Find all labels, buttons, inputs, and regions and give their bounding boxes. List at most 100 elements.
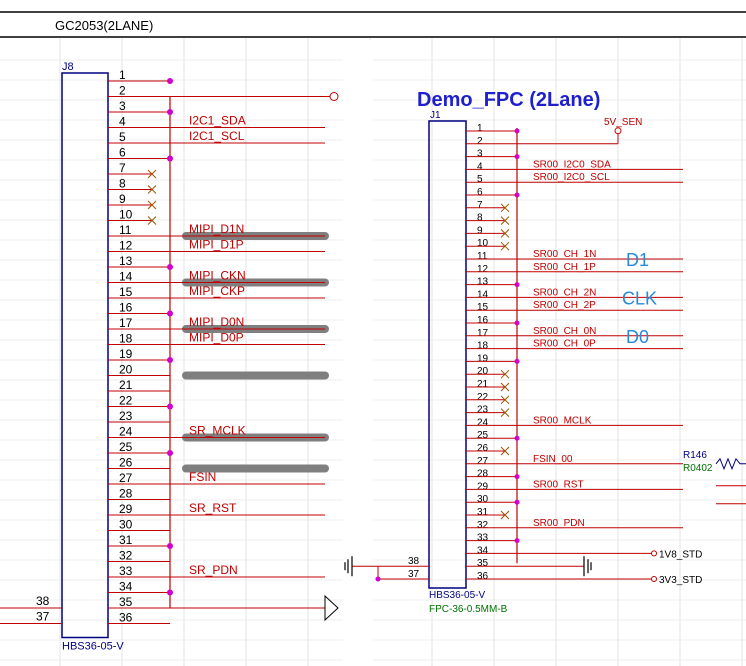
- header-title: GC2053(2LANE): [55, 18, 153, 33]
- resistor-ref-label: R146: [683, 450, 707, 461]
- j1-pin-number: 3: [477, 149, 483, 160]
- j1-net-label: SR00_CH_0P: [533, 339, 596, 350]
- j1-pin-number: 25: [477, 430, 489, 441]
- j8-pin-number: 21: [119, 378, 133, 392]
- nc-mark-line: [500, 382, 510, 392]
- j1-body: [428, 120, 467, 589]
- nc-mark-line: [147, 200, 157, 210]
- j8-pin-number: 34: [119, 580, 133, 594]
- j1-pin-number: 13: [477, 277, 489, 288]
- j1-part-label: HBS36-05-V: [429, 590, 485, 601]
- j1-extra-pin-number: 37: [408, 569, 420, 580]
- j8-pin-number: 35: [119, 595, 133, 609]
- j1-pin-number: 11: [477, 251, 488, 262]
- lane-note-label: D1: [626, 250, 649, 270]
- j8-net-label: FSIN: [189, 470, 216, 484]
- j1-net-label: SR00_CH_1P: [533, 262, 596, 273]
- j1-pin-number: 22: [477, 392, 489, 403]
- j8-net-label: MIPI_D1N: [189, 222, 244, 236]
- j1-pin-number: 29: [477, 481, 489, 492]
- j1-pin-number: 34: [477, 545, 489, 556]
- j8-net-label: I2C1_SCL: [189, 129, 245, 143]
- rail-1v8-port: [651, 550, 657, 557]
- j8-junction-dot: [167, 357, 173, 363]
- j8-pin-number: 36: [119, 611, 133, 625]
- j1-pin-number: 7: [477, 200, 483, 211]
- j1-pin-number: 8: [477, 213, 483, 224]
- j8-net-label: MIPI_CKP: [189, 284, 245, 298]
- j8-pin-number: 6: [119, 146, 126, 160]
- j1-pin-number: 16: [477, 315, 489, 326]
- j1-nc-mark: [500, 408, 510, 417]
- j8-net-label: MIPI_CKN: [189, 269, 246, 283]
- j1-footprint-label: FPC-36-0.5MM-B: [429, 604, 508, 615]
- j1-nc-mark: [500, 446, 510, 456]
- j1-pin-number: 23: [477, 405, 489, 416]
- j8-junction-dot: [167, 543, 173, 549]
- j1-pin-number: 2: [477, 136, 483, 147]
- j1-nc-mark: [500, 203, 510, 213]
- j1-net-label: SR00_CH_2N: [533, 287, 596, 298]
- j8-pin-number: 1: [119, 68, 126, 82]
- j1-pin-number: 35: [477, 558, 489, 569]
- j1-pin-number: 36: [477, 571, 489, 582]
- j1-net-label: SR00_RST: [533, 479, 584, 490]
- j8-junction-dot: [167, 450, 173, 456]
- j1-junction-dot: [514, 538, 520, 544]
- j8-pin-number: 13: [119, 254, 133, 268]
- nc-mark-line: [500, 216, 510, 225]
- j1-pin-number: 14: [477, 289, 489, 300]
- j8-net-label: SR_RST: [189, 501, 237, 515]
- j1-net-label: SR00_CH_0N: [533, 326, 596, 337]
- j8-junction-dot: [167, 310, 173, 317]
- j1-pin-number: 18: [477, 341, 489, 352]
- j8-pin-number: 24: [119, 425, 133, 439]
- j8-pin-number: 9: [119, 192, 126, 206]
- ground-symbol: [324, 594, 339, 622]
- j8-pin-number: 17: [119, 316, 133, 330]
- j1-junction-dot: [514, 435, 520, 441]
- j1-nc-mark: [500, 395, 510, 405]
- j8-pin-number: 12: [119, 239, 133, 253]
- nc-mark-line: [500, 241, 510, 251]
- j8-pin-number: 26: [119, 456, 133, 470]
- j8-pin-number: 31: [119, 533, 133, 547]
- j8-pin-number: 8: [119, 177, 126, 191]
- j1-junction-dot: [514, 474, 520, 480]
- j8-net-label: SR_MCLK: [189, 424, 246, 438]
- j1-net-label: SR00_CH_2P: [533, 300, 596, 311]
- fpc-title: Demo_FPC (2Lane): [417, 89, 600, 111]
- j1-junction-dot: [514, 282, 520, 288]
- j1-junction-dot: [514, 499, 520, 505]
- j8-net-label: I2C1_SDA: [189, 114, 246, 128]
- j8-pin-number: 2: [119, 84, 126, 98]
- j8-junction-dot: [167, 78, 173, 84]
- j1-pin-number: 1: [477, 123, 483, 134]
- j8-pin-number: 16: [119, 301, 133, 315]
- j8-net-label: MIPI_D0N: [189, 315, 244, 329]
- j1-junction-dot: [514, 128, 520, 134]
- j8-pin-number: 32: [119, 549, 133, 563]
- j1-pin-number: 33: [477, 533, 489, 544]
- j8-junction-dot: [167, 155, 173, 162]
- nc-mark-line: [500, 510, 510, 520]
- j8-net-label: MIPI_D0P: [189, 331, 244, 345]
- j1-pin-number: 30: [477, 494, 489, 505]
- j8-pin-number: 25: [119, 440, 133, 454]
- j8-pin-number: 14: [119, 270, 133, 284]
- j1-net-label: SR00_PDN: [533, 518, 585, 529]
- j1-net-label: SR00_I2C0_SDA: [533, 159, 611, 170]
- j8-pin-number: 33: [119, 564, 133, 578]
- j1-pin-number: 31: [477, 507, 489, 518]
- power-port: [614, 127, 622, 135]
- j1-pin-number: 5: [477, 174, 483, 185]
- j1-junction-dot: [514, 358, 520, 364]
- resistor-symbol: [715, 457, 746, 471]
- j8-body: [61, 72, 109, 639]
- j1-pin-number: 6: [477, 187, 483, 198]
- j8-pin-number: 28: [119, 487, 133, 501]
- j8-pin-number: 4: [119, 115, 126, 129]
- nc-mark-line: [500, 369, 510, 379]
- j1-pin-number: 12: [477, 264, 489, 275]
